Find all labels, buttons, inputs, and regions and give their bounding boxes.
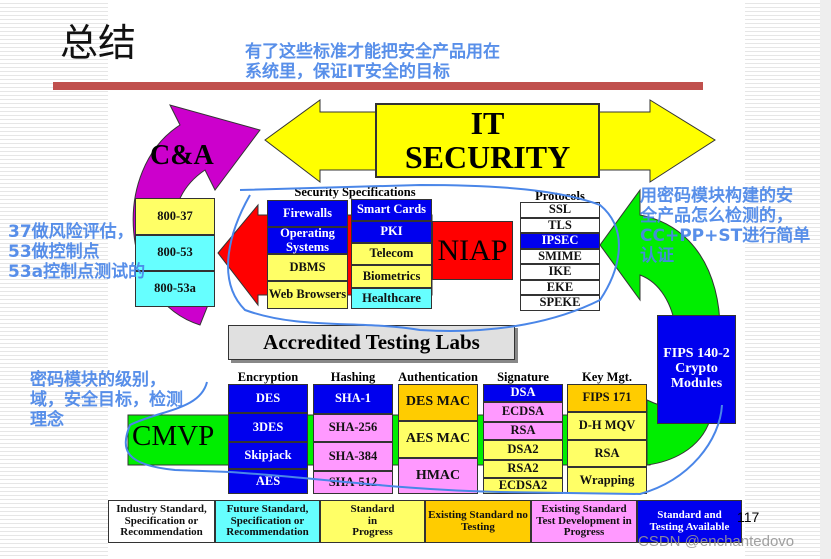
sig-rsa: RSA (483, 422, 563, 440)
spec-firewalls: Firewalls (267, 200, 348, 227)
auth-des-mac: DES MAC (398, 384, 478, 421)
auth-aes-mac: AES MAC (398, 421, 478, 458)
protocol-ssl: SSL (520, 202, 600, 218)
doc-800-37: 800-37 (135, 198, 215, 235)
annotation-right-line: CC+PP+ST进行简单 (640, 226, 811, 246)
annotation-top-line: 系统里，保证IT安全的目标 (245, 62, 450, 82)
fips-label: FIPS 140-2 (663, 346, 730, 362)
spec-operating-systems: Operating Systems (267, 227, 348, 254)
enc-3des: 3DES (228, 413, 308, 442)
fips-140-2-box: FIPS 140-2 Crypto Modules (657, 315, 736, 424)
spec-smart-cards: Smart Cards (351, 199, 432, 221)
protocol-eke: EKE (520, 280, 600, 295)
annotation-bottom-left: 密码模块的级别， 域，安全目标，检测 理念 (30, 370, 183, 430)
doc-800-53: 800-53 (135, 235, 215, 271)
category-key-mgt: Key Mgt. (582, 370, 632, 384)
enc-aes: AES (228, 469, 308, 494)
sig-dsa: DSA (483, 384, 563, 402)
spec-biometrics: Biometrics (351, 265, 432, 288)
legend-industry-standard: Industry Standard, Specification or Reco… (108, 500, 215, 543)
spec-pki: PKI (351, 221, 432, 243)
legend-future-standard: Future Standard, Specification or Recomm… (215, 500, 320, 543)
spec-healthcare: Healthcare (351, 288, 432, 309)
category-encryption: Encryption (237, 370, 299, 384)
legend-standard-testing-available: Standard and Testing Available (637, 500, 742, 543)
spec-telecom: Telecom (351, 243, 432, 265)
accredited-testing-labs: Accredited Testing Labs (228, 325, 515, 360)
annotation-top-line: 有了这些标准才能把安全产品用在 (245, 42, 500, 62)
annotation-right: 用密码模块构建的安 全产品怎么检测的， CC+PP+ST进行简单 认证 (640, 186, 810, 266)
background-stripes-right (745, 0, 831, 559)
annotation-right-line: 全产品怎么检测的， (640, 206, 793, 226)
enc-skipjack: Skipjack (228, 442, 308, 469)
annotation-left-line: 37做风险评估， (8, 222, 134, 242)
modules-label: Modules (670, 375, 723, 391)
watermark: CSDN @enchantedovo (638, 533, 795, 550)
protocol-tls: TLS (520, 218, 600, 233)
spec-web-browsers: Web Browsers (267, 281, 348, 309)
annotation-left-line: 53a控制点测试的 (8, 262, 146, 282)
key-fips-171: FIPS 171 (567, 384, 647, 412)
page-number: 117 (737, 509, 760, 525)
category-hashing: Hashing (330, 370, 376, 384)
annotation-bottom-left-line: 理念 (30, 410, 64, 430)
key-rsa: RSA (567, 440, 647, 467)
it-label: IT (470, 104, 505, 141)
niap-box: NIAP (432, 221, 513, 280)
annotation-bottom-left-line: 密码模块的级别， (30, 370, 166, 390)
hash-sha-384: SHA-384 (313, 442, 393, 471)
doc-800-53a: 800-53a (135, 271, 215, 307)
enc-des: DES (228, 384, 308, 413)
sig-dsa2: DSA2 (483, 440, 563, 460)
background-stripes-left (0, 0, 108, 559)
annotation-right-line: 用密码模块构建的安 (640, 186, 793, 206)
key-dh-mqv: D-H MQV (567, 412, 647, 440)
key-wrapping: Wrapping (567, 467, 647, 494)
auth-hmac: HMAC (398, 458, 478, 494)
security-specs-label: Security Specifications (294, 185, 416, 199)
spec-dbms: DBMS (267, 254, 348, 281)
legend-existing-no-testing: Existing Standard no Testing (425, 500, 531, 543)
hash-sha-512: SHA-512 (313, 471, 393, 494)
annotation-left: 37做风险评估， 53做控制点 53a控制点测试的 (8, 222, 145, 282)
annotation-right-line: 认证 (640, 246, 674, 266)
sig-ecdsa2: ECDSA2 (483, 478, 563, 494)
security-label: SECURITY (404, 138, 571, 175)
hash-sha-256: SHA-256 (313, 414, 393, 442)
crypto-label: Crypto (675, 361, 718, 377)
it-security-box: IT SECURITY (375, 103, 600, 178)
title-underline (53, 82, 703, 90)
protocol-ipsec: IPSEC (520, 233, 600, 249)
hash-sha-1: SHA-1 (313, 384, 393, 414)
protocol-ike: IKE (520, 264, 600, 280)
category-authentication: Authentication (398, 370, 478, 384)
sig-ecdsa: ECDSA (483, 402, 563, 422)
slide-title: 总结 (60, 21, 137, 65)
legend-existing-test-dev: Existing Standard Test Development in Pr… (531, 500, 637, 543)
protocol-smime: SMIME (520, 249, 600, 264)
ca-label: C&A (150, 140, 214, 171)
legend-standard-in-progress: Standard in Progress (320, 500, 425, 543)
annotation-top: 有了这些标准才能把安全产品用在 系统里，保证IT安全的目标 (245, 42, 500, 82)
annotation-left-line: 53做控制点 (8, 242, 100, 262)
protocol-speke: SPEKE (520, 295, 600, 311)
sig-rsa2: RSA2 (483, 460, 563, 478)
scrollbar[interactable] (820, 0, 831, 559)
annotation-bottom-left-line: 域，安全目标，检测 (30, 390, 183, 410)
category-signature: Signature (497, 370, 549, 384)
